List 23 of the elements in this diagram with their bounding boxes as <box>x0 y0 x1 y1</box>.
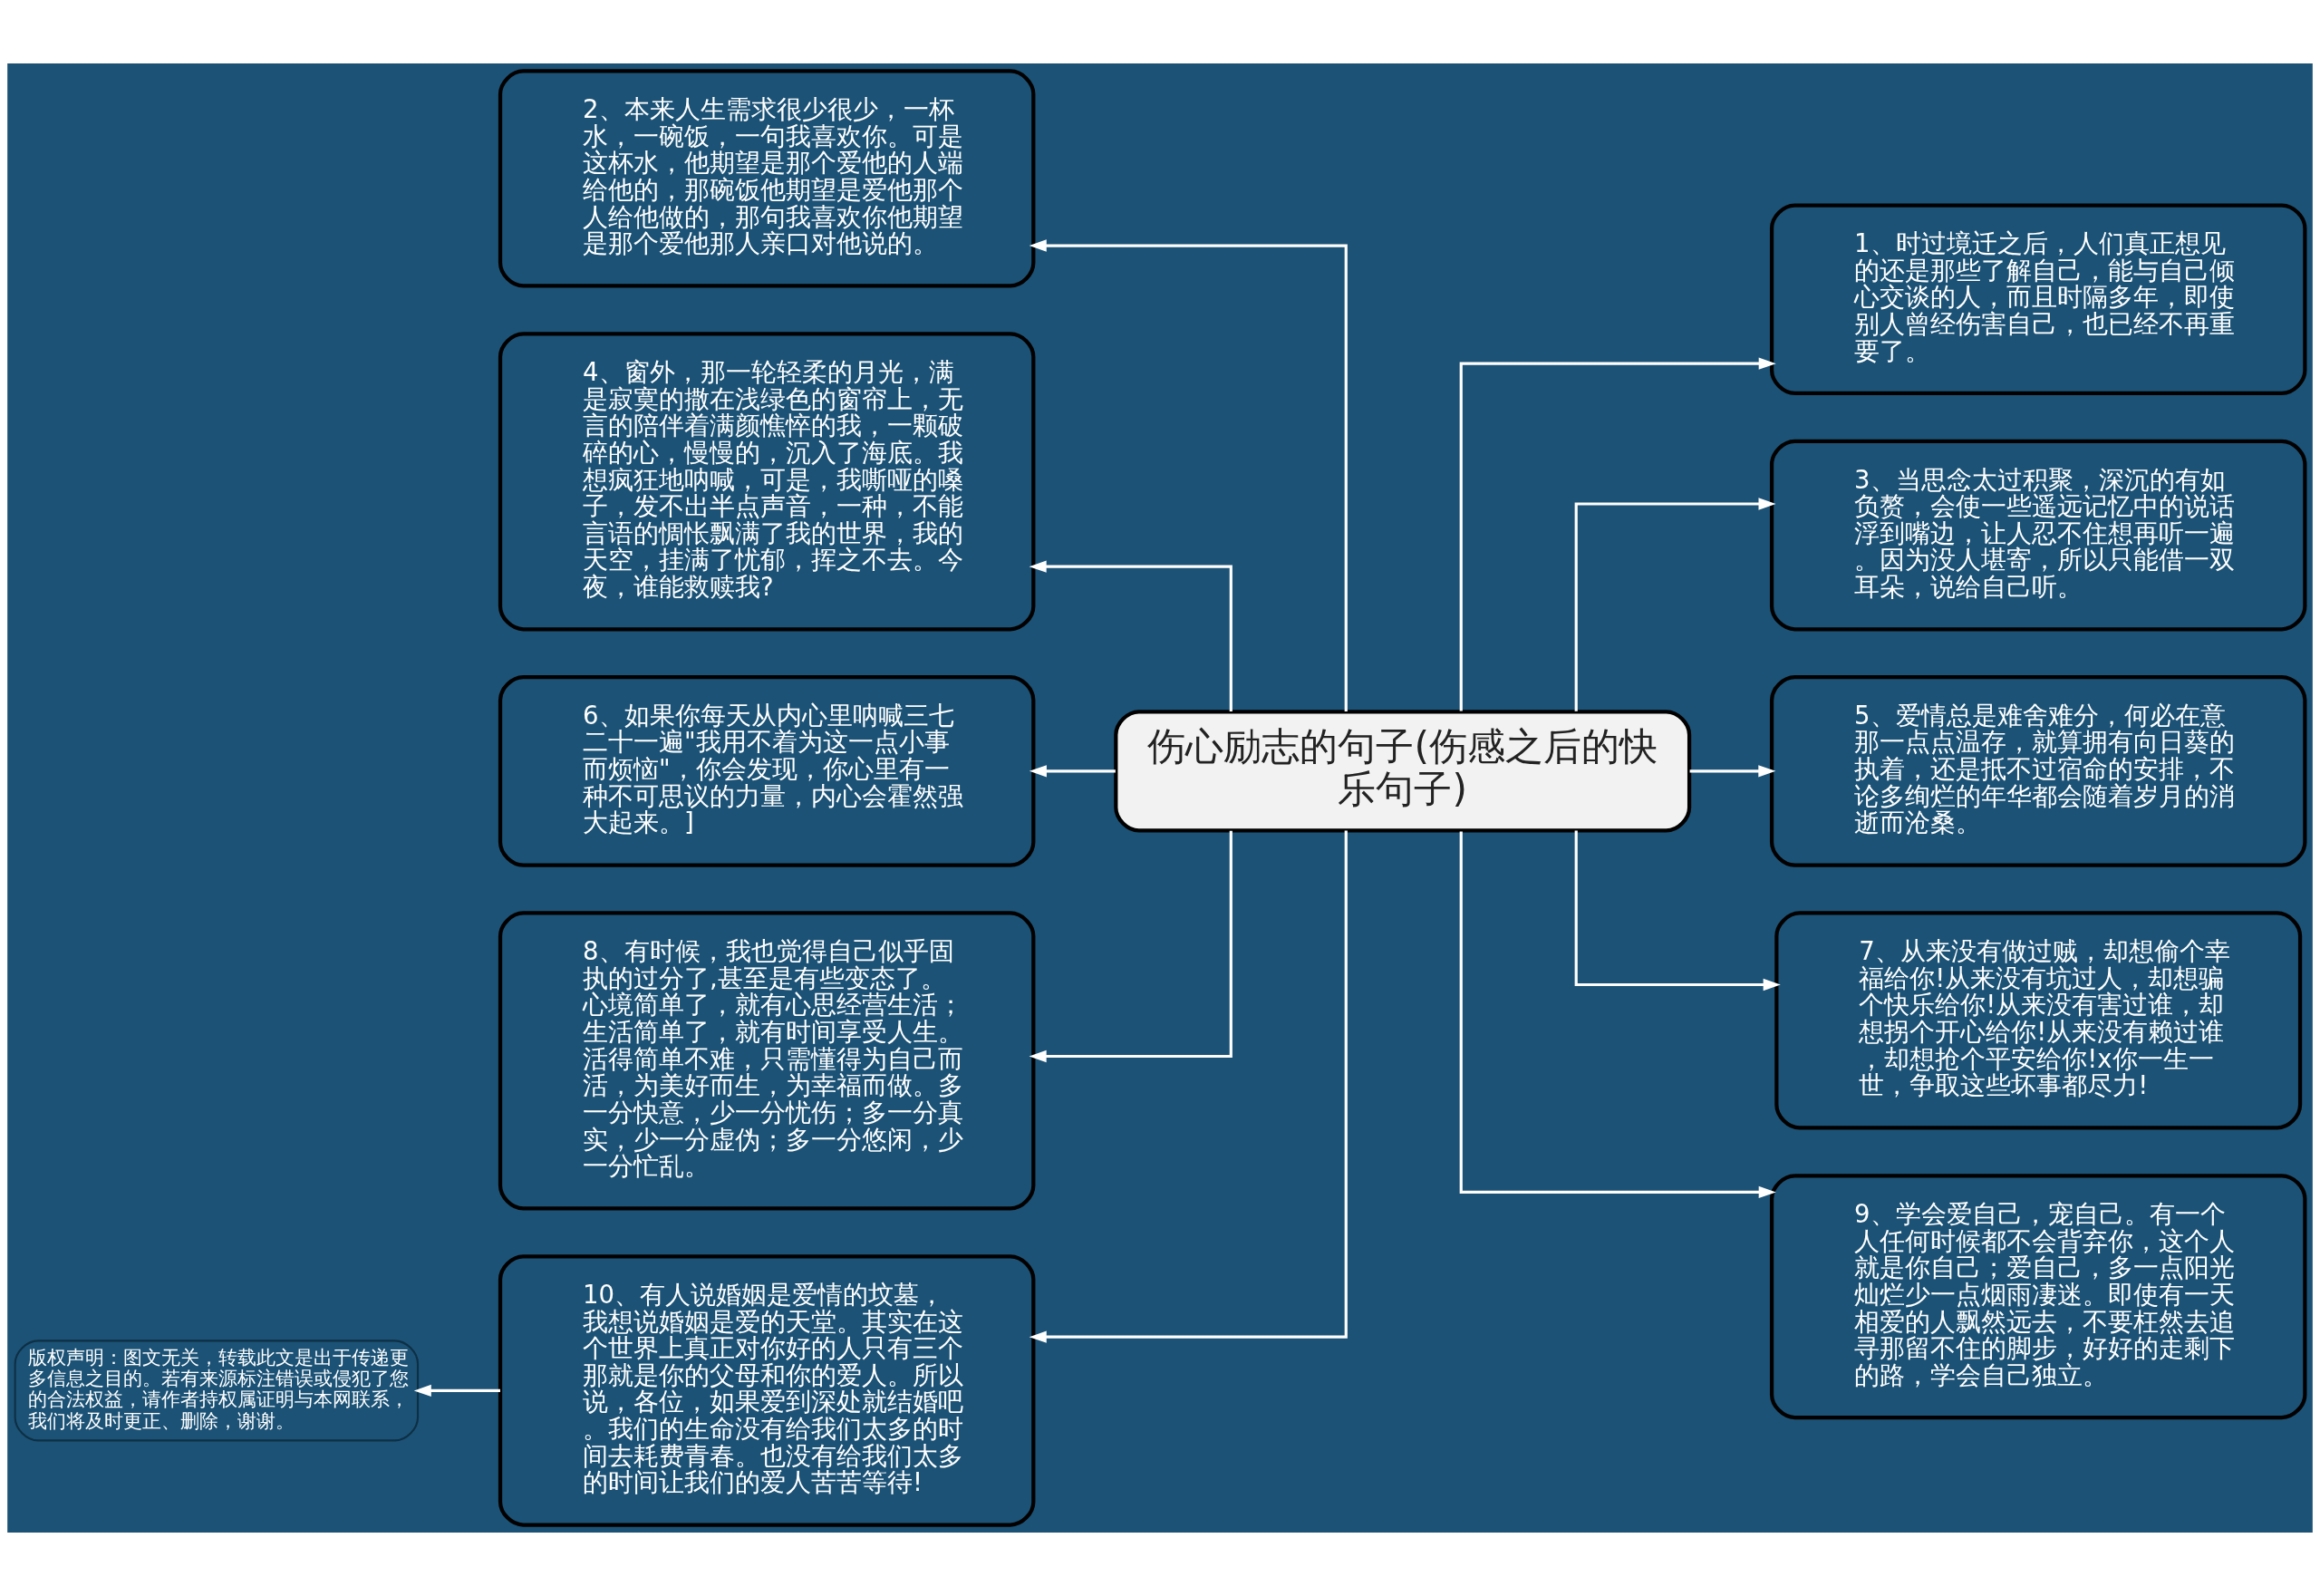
arrow <box>1029 765 1116 778</box>
node-box: 伤心励志的句子(伤感之后的快乐句子) <box>1114 710 1692 833</box>
arrow <box>1029 560 1232 711</box>
node-box: 3、当思念太过积聚，深沉的有如负赘，会使一些遥远记忆中的说话浮到嘴边，让人忍不住想再听一遍。因为没人堪寄，所以只能借一双耳朵，说给自己听。 <box>1769 439 2307 632</box>
node-box: 2、本来人生需求很少很少，一杯水，一碗饭，一句我喜欢你。可是这杯水，他期望是那个爱他的人端给他的，那碗饭他期望是爱他那个人给他做的，那句我喜欢你他期望是那个爱他那人亲口对他说的。 <box>498 69 1036 288</box>
node-box: 6、如果你每天从内心里呐喊三七二十一遍"我用不着为这一点小事而烦恼"，你会发现，你心里有一种不可思议的力量，内心会霍然强大起来。] <box>498 675 1036 867</box>
arrow <box>1459 357 1776 711</box>
node-box: 版权声明：图文无关，转载此文是出于传递更多信息之目的。若有来源标注错误或侵犯了您的合法权益，请作者持权属证明与本网联系，我们将及时更正、删除，谢谢。 <box>14 1340 420 1442</box>
arrow <box>1029 239 1348 711</box>
arrow <box>413 1384 500 1398</box>
arrow <box>1459 831 1776 1199</box>
arrow <box>1689 765 1776 778</box>
arrow <box>1029 830 1348 1343</box>
node-box: 5、爱情总是难舍难分，何必在意那一点点温存，就算拥有向日葵的执着，还是抵不过宿命的安排，不论多绚烂的年华都会随着岁月的消逝而沧桑。 <box>1769 675 2307 867</box>
node-box: 1、时过境迁之后，人们真正想见的还是那些了解自己，能与自己倾心交谈的人，而且时隔多年，即使别人曾经伤害自己，也已经不再重要了。 <box>1769 203 2307 396</box>
node-box: 9、学会爱自己，宠自己。有一个人任何时候都不会背弃你，这个人就是你自己；爱自己，多一点阳光灿烂少一点烟雨凄迷。即使有一天相爱的人飘然远去，不要枉然去追寻那留不住的脚步，好好的走剩下的路，学会自己独立。 <box>1769 1174 2307 1420</box>
arrow <box>1574 498 1776 711</box>
arrow <box>1574 830 1781 991</box>
node-box: 4、窗外，那一轮轻柔的月光，满是寂寞的撒在浅绿色的窗帘上，无言的陪伴着满颜憔悴的我，一颗破碎的心，慢慢的，沉入了海底。我想疯狂地呐喊，可是，我嘶哑的嗓子，发不出半点声音，一种，不能言语的惆怅飘满了我的世界，我的天空，挂满了忧郁，挥之不去。今夜，谁能救赎我? <box>498 332 1036 632</box>
node-box: 7、从来没有做过贼，却想偷个幸福给你!从来没有坑过人，却想骗个快乐给你!从来没有害过谁，却想拐个开心给你!从来没有赖过谁，却想抢个平安给你!x你一生一世，争取这些坏事都尽力! <box>1774 911 2303 1130</box>
node-box: 10、有人说婚姻是爱情的坟墓，我想说婚姻是爱的天堂。其实在这个世界上真正对你好的人只有三个那就是你的父母和你的爱人。所以说，各位，如果爱到深处就结婚吧。我们的生命没有给我们太多的时间去耗费青春。也没有给我们太多的时间让我们的爱人苦苦等待! <box>498 1254 1036 1527</box>
node-box: 8、有时候，我也觉得自己似乎固执的过分了,甚至是有些变态了。心境简单了，就有心思经营生活；生活简单了，就有时间享受人生。活得简单不难，只需懂得为自己而活，为美好而生，为幸福而做。多一分快意，少一分忧伤；多一分真实，少一分虚伪；多一分悠闲，少一分忙乱。 <box>498 911 1036 1211</box>
arrow <box>1029 830 1232 1063</box>
